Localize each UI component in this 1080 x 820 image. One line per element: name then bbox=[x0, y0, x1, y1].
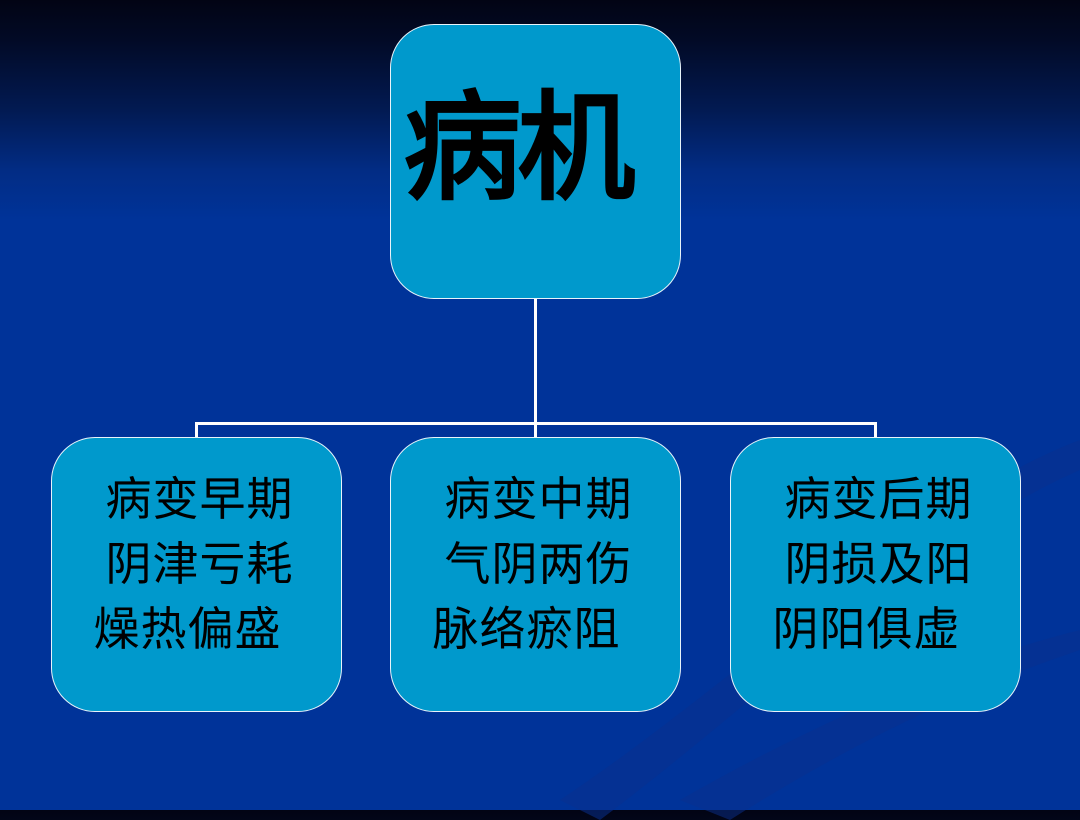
child-node-line: 病变早期 bbox=[105, 472, 294, 526]
child-node-early-stage: 病变早期 阴津亏耗 燥热偏盛 bbox=[51, 437, 342, 712]
child-node-late-stage: 病变后期 阴损及阳 阴阳俱虚 bbox=[730, 437, 1021, 712]
connector-trunk bbox=[534, 299, 537, 439]
root-node-label: 病机 bbox=[403, 77, 635, 217]
connector-left-branch bbox=[195, 422, 198, 438]
child-node-line: 阴津亏耗 bbox=[105, 537, 294, 591]
root-node: 病机 bbox=[390, 24, 681, 299]
child-node-line: 阴阳俱虚 bbox=[772, 602, 961, 656]
child-node-text: 病变后期 阴损及阳 阴阳俱虚 bbox=[773, 467, 973, 662]
child-node-middle-stage: 病变中期 气阴两伤 脉络瘀阻 bbox=[390, 437, 681, 712]
child-node-line: 病变后期 bbox=[784, 472, 973, 526]
child-node-line: 燥热偏盛 bbox=[93, 602, 282, 656]
child-node-line: 脉络瘀阻 bbox=[432, 602, 621, 656]
child-node-line: 阴损及阳 bbox=[784, 537, 973, 591]
child-node-line: 病变中期 bbox=[444, 472, 633, 526]
connector-right-branch bbox=[874, 422, 877, 438]
child-node-text: 病变中期 气阴两伤 脉络瘀阻 bbox=[433, 467, 633, 662]
child-node-line: 气阴两伤 bbox=[444, 537, 633, 591]
child-node-text: 病变早期 阴津亏耗 燥热偏盛 bbox=[94, 467, 294, 662]
connector-horizontal-bar bbox=[195, 422, 877, 425]
